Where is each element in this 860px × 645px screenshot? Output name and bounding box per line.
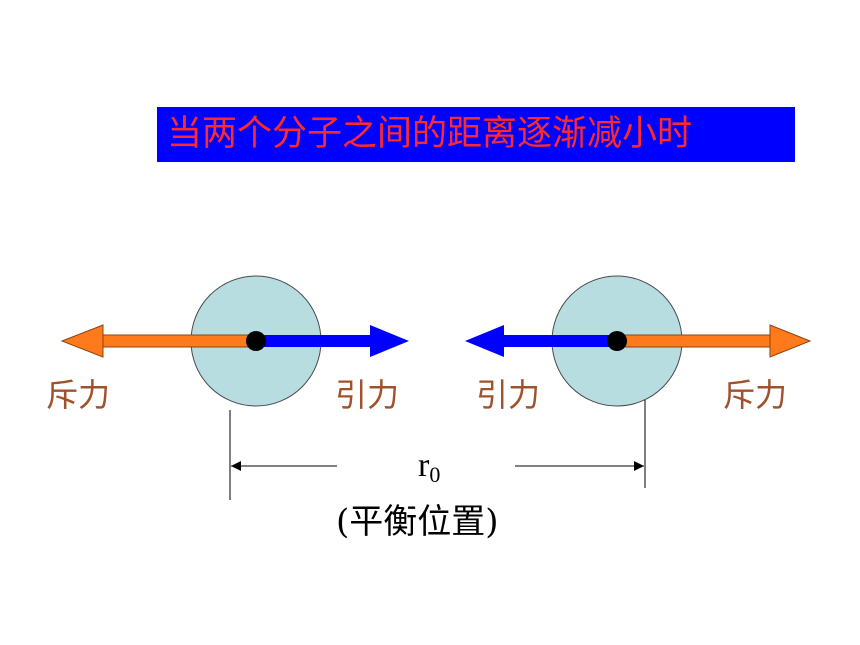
right-repulsion-label: 斥力 — [723, 376, 788, 414]
title-banner: 当两个分子之间的距离逐渐减小时 — [157, 107, 795, 162]
distance-indicator — [229, 400, 646, 500]
left-attraction-arrow — [256, 325, 409, 357]
right-attraction-arrow — [465, 325, 617, 357]
distance-symbol-letter: r — [418, 447, 430, 484]
left-dimension-arrowhead — [231, 461, 241, 471]
left-repulsion-label: 斥力 — [46, 376, 111, 414]
left-molecule-center — [246, 331, 266, 351]
distance-symbol-subscript: 0 — [429, 462, 441, 487]
left-molecule — [60, 275, 409, 407]
right-molecule-center — [607, 331, 627, 351]
equilibrium-caption: (平衡位置) — [336, 502, 499, 542]
right-repulsion-arrow — [616, 324, 812, 358]
right-attraction-label: 引力 — [476, 376, 541, 414]
distance-symbol: r0 — [418, 446, 440, 495]
left-attraction-label: 引力 — [335, 376, 400, 414]
right-dimension-arrowhead — [634, 461, 644, 471]
title-text: 当两个分子之间的距离逐渐减小时 — [167, 114, 693, 154]
right-molecule — [465, 275, 812, 407]
